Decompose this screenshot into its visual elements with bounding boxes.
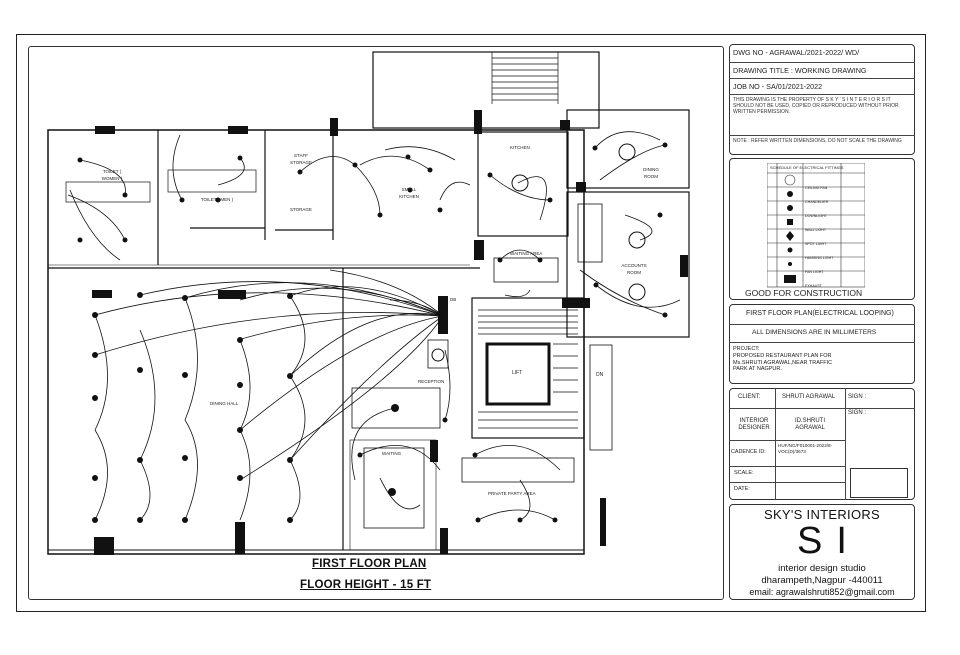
dwg-number: DWG NO - AGRAWAL/2021-2022/ WD/ (733, 48, 860, 57)
schedule-item: CEILING FAN (805, 186, 828, 190)
schedule-item: CHANDELIER (805, 200, 829, 204)
scale-note: NOTE : REFER WRITTEN DIMENSIONS, DO NOT … (733, 138, 902, 144)
dining-room-walls (566, 109, 690, 189)
plan-title: FIRST FLOOR PLAN (312, 558, 427, 570)
studio-email: email: agrawalshruti852@gmail.com (749, 587, 895, 597)
good-for-construction: GOOD FOR CONSTRUCTION (745, 288, 863, 298)
drawing-title: DRAWING TITLE : WORKING DRAWING (733, 66, 867, 75)
sign-label: SIGN : (848, 410, 867, 416)
dimensions-note: ALL DIMENSIONS ARE IN MILLIMETERS (752, 329, 877, 336)
plan-frame (28, 46, 724, 600)
room-label: DN (596, 372, 604, 378)
accounts-room-walls (566, 191, 690, 338)
room-label: WAITING AREA (510, 251, 543, 256)
plan-name: FIRST FLOOR PLAN(ELECTRICAL LOOPING) (746, 310, 894, 317)
studio-address: dharampeth,Nagpur -440011 (761, 575, 883, 586)
cadence-value: HUF/NG/F010001-2022/8-VOC(D)/3673 (778, 443, 833, 454)
room-label: LIFT (512, 370, 523, 376)
room-label: SMALL KITCHEN (399, 187, 419, 199)
reception-desk (351, 387, 441, 429)
room-label: TOILET ( WOMEN ) (101, 169, 123, 181)
room-label: RECEPTION (418, 379, 445, 384)
project-label: PROJECT: (733, 346, 760, 352)
title-block-header (729, 44, 915, 155)
project-text: PROPOSED RESTAURANT PLAN FOR Ms.SHRUTI A… (733, 353, 833, 372)
room-label: STAFF STORAGE (290, 153, 312, 165)
room-label: KITCHEN (510, 145, 530, 150)
schedule-table (767, 163, 865, 288)
electrical-schedule (729, 158, 915, 300)
room-label: WAITING (382, 451, 402, 456)
party-table (461, 457, 575, 483)
schedule-item: WALL LIGHT (805, 228, 827, 232)
designer-value: ID.SHRUTI AGRAWAL (795, 418, 825, 431)
client-value: SHRUTI AGRAWAL (782, 394, 836, 400)
room-label: ACCOUNTS ROOM (621, 263, 647, 275)
studio-brand-box: SKY'S INTERIORS SI interior design studi… (729, 504, 915, 600)
client-box (729, 388, 915, 500)
schedule-item: EXHAUST (805, 284, 822, 288)
room-label: DINING ROOM (643, 167, 659, 179)
staircase-top (372, 51, 600, 129)
schedule-item: DOWNLIGHT (805, 214, 827, 218)
job-number: JOB NO - SA/01/2021-2022 (733, 82, 823, 91)
schedule-item: FAN LIGHT (805, 270, 824, 274)
room-label: TOILET ( MEN ) (200, 197, 234, 202)
client-label: CLIENT: (738, 394, 761, 400)
property-note: THIS DRAWING IS THE PROPERTY OF S K Y ' … (733, 97, 899, 115)
plan-info-box (729, 304, 915, 384)
schedule-title: SCHEDULE OF ELECTRICAL FITTINGS (770, 165, 844, 170)
lift-stair-block (471, 297, 585, 439)
schedule-item: HANGING LIGHT (805, 256, 834, 260)
studio-name: SKY'S INTERIORS (763, 507, 881, 522)
designer-label: INTERIOR DESIGNER (738, 418, 770, 431)
waiting-table (363, 447, 425, 529)
lift-shaft (485, 342, 551, 406)
floor-height: FLOOR HEIGHT - 15 FT (300, 579, 432, 591)
scale-box (850, 468, 908, 498)
schedule-item: SPOT LIGHT (805, 242, 827, 246)
waiting-area-desk (493, 257, 559, 283)
studio-tagline: interior design studio (778, 563, 866, 574)
room-label: DINING HALL (210, 401, 239, 406)
drawing-sheet-border (16, 34, 926, 612)
date-label: DATE: (734, 486, 750, 492)
studio-logo: SI (797, 520, 861, 562)
room-label: DB (450, 297, 457, 302)
scale-label: SCALE: (734, 470, 754, 476)
room-label: STORAGE (290, 207, 312, 212)
sign-label: SIGN : (848, 394, 867, 400)
kitchen-walls (477, 131, 569, 237)
room-label: PRIVATE PARTY AREA (488, 491, 536, 496)
cadence-label: CADENCE ID: (731, 449, 766, 455)
